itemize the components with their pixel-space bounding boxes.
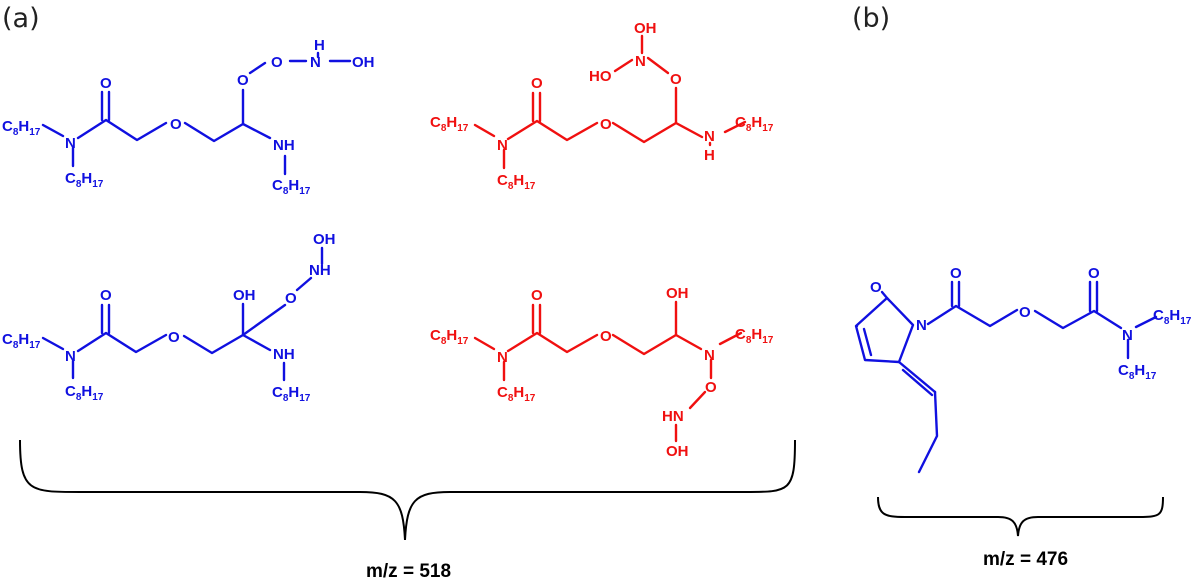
atom-label: C8H17 bbox=[272, 384, 311, 404]
atom-label: O bbox=[600, 116, 612, 133]
atom-label: O bbox=[670, 71, 682, 88]
structure-a4: C8H17 N C8H17 O O OH N O HN OH C8H17 bbox=[430, 285, 774, 460]
atom-label: O bbox=[1019, 304, 1031, 321]
atom-label: C8H17 bbox=[2, 118, 41, 138]
atom-label: O bbox=[170, 116, 182, 133]
structure-b: O N O O O N C8H17 C8H17 bbox=[854, 265, 1192, 474]
atom-label: C8H17 bbox=[1118, 362, 1157, 382]
atom-label: N bbox=[635, 53, 646, 70]
atom-label: C8H17 bbox=[735, 326, 774, 346]
atom-label: C8H17 bbox=[735, 114, 774, 134]
atom-label: C8H17 bbox=[272, 177, 311, 197]
atom-label: C8H17 bbox=[65, 170, 104, 190]
atom-label: OH bbox=[666, 443, 689, 460]
atom-label: NH bbox=[309, 262, 331, 279]
panel-b-label: (b) bbox=[852, 3, 890, 34]
atom-label: O bbox=[531, 287, 543, 304]
atom-label: H bbox=[704, 147, 715, 164]
atom-label: N bbox=[704, 347, 715, 364]
atom-label: N bbox=[65, 135, 76, 152]
atom-label: OH bbox=[352, 54, 375, 71]
atom-label: N bbox=[1122, 327, 1133, 344]
atom-label: NH bbox=[273, 137, 295, 154]
atom-label: O bbox=[1088, 265, 1100, 282]
atom-label: N bbox=[65, 348, 76, 365]
atom-label: O bbox=[531, 75, 543, 92]
mz-label-b: m/z = 476 bbox=[983, 549, 1068, 570]
atom-label: OH bbox=[634, 20, 657, 37]
structure-a1: C8H17 N C8H17 O O O O N H OH NH C8H17 bbox=[2, 37, 375, 197]
atom-label: HN bbox=[662, 408, 684, 425]
atom-label: C8H17 bbox=[497, 384, 536, 404]
atom-label: O bbox=[168, 329, 180, 346]
atom-label: N bbox=[310, 54, 321, 71]
atom-label: O bbox=[870, 279, 882, 296]
atom-label: N bbox=[497, 349, 508, 366]
atom-label: C8H17 bbox=[430, 327, 469, 347]
atom-label: OH bbox=[313, 231, 336, 248]
atom-label: O bbox=[950, 265, 962, 282]
atom-label: O bbox=[285, 290, 297, 307]
atom-label: N bbox=[704, 128, 715, 145]
atom-label: HO bbox=[589, 68, 612, 85]
atom-label: NH bbox=[273, 346, 295, 363]
atom-label: C8H17 bbox=[2, 331, 41, 351]
structure-a2: C8H17 N C8H17 O O O N OH HO N H C8H17 bbox=[430, 20, 774, 192]
atom-label: O bbox=[271, 54, 283, 71]
atom-label: O bbox=[100, 287, 112, 304]
atom-label: O bbox=[237, 72, 249, 89]
structure-a3: C8H17 N C8H17 O O OH O NH OH NH C8H17 bbox=[2, 231, 336, 404]
atom-label: C8H17 bbox=[497, 172, 536, 192]
atom-label: C8H17 bbox=[65, 383, 104, 403]
atom-label: OH bbox=[233, 287, 256, 304]
atom-label: O bbox=[100, 75, 112, 92]
atom-label: H bbox=[314, 37, 325, 54]
atom-label: N bbox=[497, 137, 508, 154]
atom-label: N bbox=[916, 317, 927, 334]
brace-b bbox=[877, 496, 1164, 537]
atom-label: O bbox=[705, 379, 717, 396]
mz-label-a: m/z = 518 bbox=[366, 561, 451, 579]
atom-label: OH bbox=[666, 285, 689, 302]
panel-a-label: (a) bbox=[2, 3, 40, 34]
atom-label: C8H17 bbox=[1153, 307, 1192, 327]
atom-label: C8H17 bbox=[430, 114, 469, 134]
atom-label: O bbox=[600, 328, 612, 345]
brace-a bbox=[19, 439, 796, 541]
